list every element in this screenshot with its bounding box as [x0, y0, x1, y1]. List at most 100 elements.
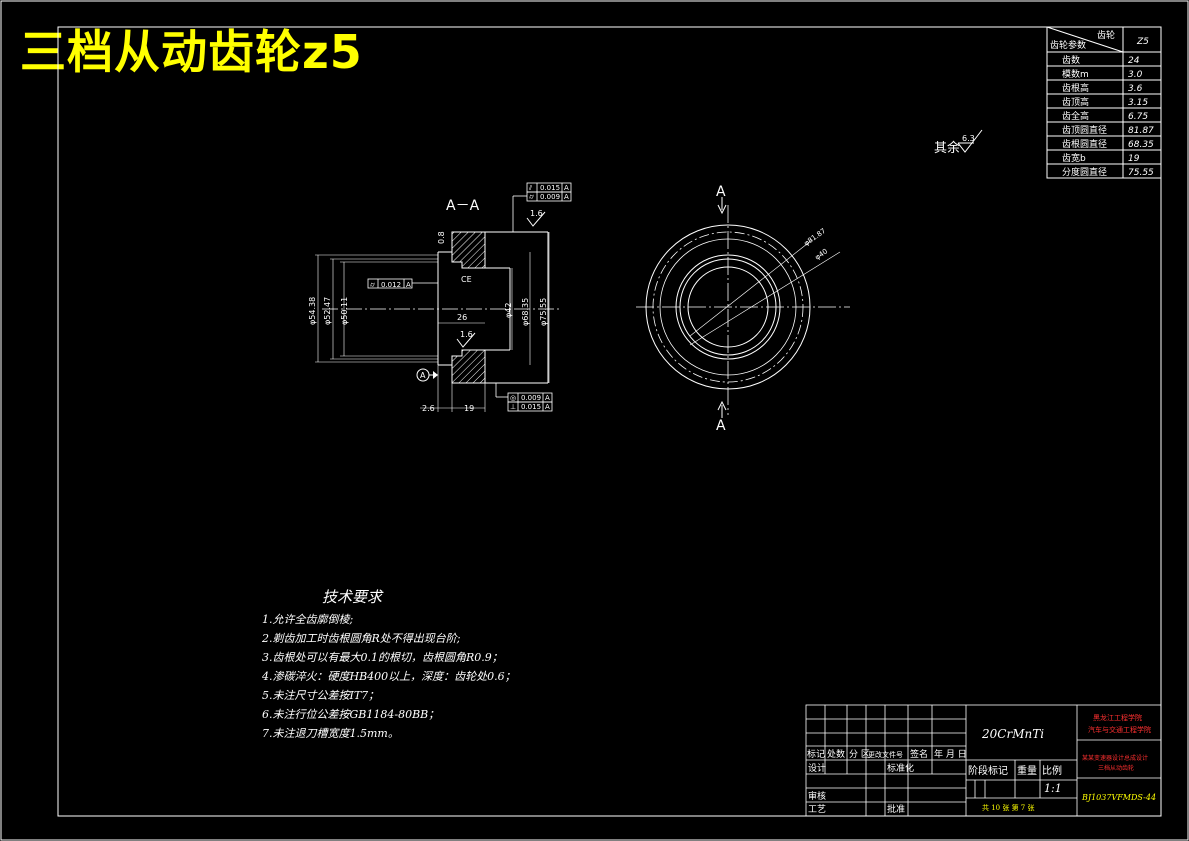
title-block: [805, 704, 1162, 817]
tech-line: 7.未注退刀槽宽度1.5mm。: [262, 727, 399, 740]
param-value: 68.35: [1128, 140, 1154, 150]
tol-mid-ref: A: [406, 281, 411, 289]
tb-school1: 黑龙江工程学院: [1093, 713, 1142, 722]
tol-bot-sym: ⊥: [510, 403, 516, 411]
tol-top-ref: A: [564, 193, 569, 201]
tb-scale-val: 1:1: [1044, 782, 1062, 795]
tb-scale: 比例: [1042, 764, 1062, 777]
dim-w26b: 2.6: [422, 404, 435, 413]
params-header-gear: 齿轮: [1097, 29, 1115, 41]
tol-top-val: 0.009: [540, 193, 560, 201]
dim-d6: φ75.55: [539, 298, 548, 326]
param-label: 齿根高: [1062, 82, 1089, 94]
tb-mark-label: 年 月 日: [934, 748, 967, 760]
front-label-top: A: [716, 184, 726, 200]
rough-top: 1.6: [530, 209, 543, 218]
param-value: 3.15: [1128, 98, 1148, 108]
tol-bot-ref: A: [545, 403, 550, 411]
tolerance-top: [512, 182, 572, 232]
dim-w26: 26: [457, 313, 467, 322]
tb-mark-label: 标记: [807, 748, 825, 760]
dim-d4: φ42: [504, 303, 513, 318]
tech-line: 4.渗碳淬火：硬度HB400以上，深度：齿轮处0.6；: [261, 670, 516, 683]
tech-line: 1.允许全齿廓倒棱;: [262, 613, 353, 626]
tb-sheets: 共 10 张 第 7 张: [982, 803, 1035, 812]
tb-row-craft: 工艺: [808, 804, 826, 815]
tb-row-review: 审核: [808, 790, 826, 802]
param-label: 齿数: [1062, 54, 1080, 66]
dim-d5: φ68.35: [521, 298, 530, 326]
tech-requirements: 技术要求 1.允许全齿廓倒棱; 2.剃齿加工时齿根圆角R处不得出现台阶; 3.齿根处…: [261, 588, 516, 740]
dim-d2: φ52.47: [323, 297, 332, 325]
tb-drawing-name1: 某某变速器设计总成设计: [1082, 754, 1148, 762]
section-view: A－A: [308, 182, 572, 413]
tb-mark-label: 签名: [910, 748, 928, 760]
tb-row-design: 设计: [808, 762, 826, 774]
rest-finish-value: 6.3: [962, 134, 975, 143]
tb-drawing-name2: 三档从动齿轮: [1098, 764, 1134, 772]
params-header-left: 齿轮参数: [1050, 39, 1086, 51]
tol-bot-val: 0.009: [521, 394, 541, 402]
param-label: 齿宽b: [1062, 152, 1086, 164]
param-label: 分度圆直径: [1062, 166, 1107, 178]
tb-std: 标准化: [887, 762, 914, 774]
param-label: 模数m: [1062, 68, 1089, 80]
param-value: 3.6: [1128, 84, 1143, 94]
tol-bot-sym: ◎: [510, 394, 516, 402]
tech-line: 6.未注行位公差按GB1184-80BB；: [262, 708, 439, 721]
param-value: 24: [1128, 56, 1140, 66]
tol-bot-val: 0.015: [521, 403, 541, 411]
section-label: A－A: [446, 198, 480, 214]
inner-frame: [57, 26, 1162, 817]
dim-r08: 0.8: [437, 231, 446, 244]
gear-params-table: [1046, 26, 1162, 179]
tol-bot-ref: A: [545, 394, 550, 402]
param-label: 齿根圆直径: [1062, 138, 1107, 150]
param-label: 齿顶高: [1062, 96, 1089, 108]
param-value: 6.75: [1128, 112, 1148, 122]
tech-heading: 技术要求: [322, 588, 384, 606]
tol-top-val: 0.015: [540, 184, 560, 192]
tb-stage: 阶段标记: [968, 764, 1008, 777]
tb-mark-label: 处数: [827, 748, 845, 760]
tol-top-sym: ⌭: [529, 193, 534, 201]
tb-weight: 重量: [1017, 764, 1037, 777]
param-value: 3.0: [1128, 70, 1143, 80]
front-view: φ81.87 φ40 A A: [636, 184, 850, 434]
param-value: 19: [1128, 154, 1140, 164]
param-label: 齿顶圆直径: [1062, 124, 1107, 136]
datum-a: A: [416, 368, 438, 382]
tech-line: 3.齿根处可以有最大0.1的根切，齿根圆角R0.9；: [262, 651, 503, 664]
front-dim2: φ40: [814, 247, 830, 261]
tolerance-bottom: [495, 383, 553, 412]
tech-line: 2.剃齿加工时齿根圆角R处不得出现台阶;: [261, 632, 461, 645]
svg-text:A: A: [420, 371, 426, 380]
tol-mid-val: 0.012: [381, 281, 401, 289]
dim-d1: φ54.38: [308, 297, 317, 325]
params-header-value: Z5: [1136, 37, 1149, 47]
tb-mark-label: 分 区: [849, 749, 870, 760]
front-label-bottom: A: [716, 418, 726, 434]
param-label: 齿全高: [1062, 110, 1089, 122]
tol-mid-sym: ⌭: [370, 281, 375, 289]
tb-mark-label: 更改文件号: [868, 750, 903, 759]
tb-school2: 汽车与交通工程学院: [1088, 725, 1151, 734]
dim-w19: 19: [464, 404, 474, 413]
tb-approve: 批准: [887, 803, 905, 815]
param-value: 75.55: [1128, 168, 1154, 178]
drawing-title: 三档从动齿轮z5: [20, 25, 363, 79]
tol-top-ref: A: [564, 184, 569, 192]
dim-d3: φ50.11: [340, 297, 349, 325]
front-dim1: φ81.87: [803, 227, 828, 248]
tb-code: BJ1037VFMDS-44: [1081, 793, 1156, 802]
rest-finish-label: 其余: [934, 140, 960, 156]
tech-line: 5.未注尺寸公差按IT7；: [262, 689, 379, 702]
param-value: 81.87: [1128, 126, 1154, 136]
tol-top-sym: ⫽: [528, 184, 533, 192]
rest-finish-note: 其余 6.3: [934, 129, 983, 156]
dim-ce: CE: [461, 275, 472, 284]
tb-material: 20CrMnTi: [981, 727, 1044, 741]
rough-mid: 1.6: [460, 330, 473, 339]
